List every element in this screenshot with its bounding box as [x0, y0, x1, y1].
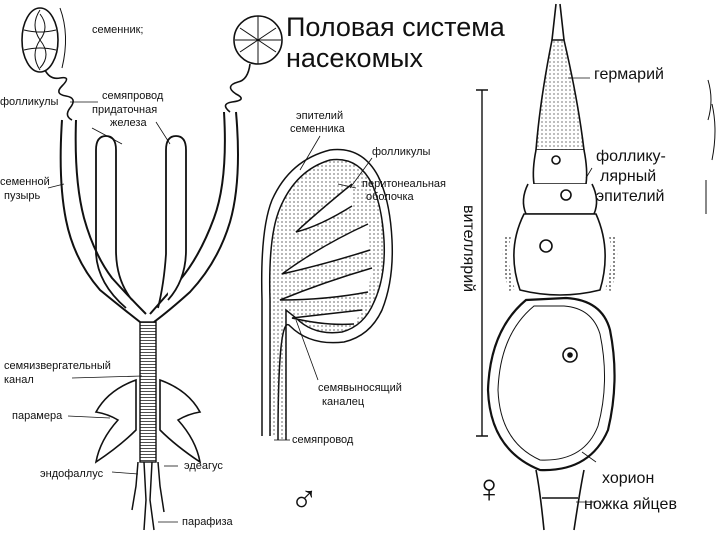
label-testis-epithelium-1: эпителий [296, 110, 343, 122]
title-line-2: насекомых [286, 43, 505, 74]
label-seminal-vesicle-2: пузырь [4, 190, 40, 202]
label-egg-stalk: ножка яйцев [584, 496, 720, 514]
left-vas-deferens [45, 70, 73, 120]
terminal-filament [552, 4, 564, 40]
label-peritoneal-sheath-2: оболочка [366, 191, 414, 203]
title-line-1: Половая система [286, 12, 505, 43]
label-testis: семенник; [92, 24, 143, 36]
page-title: Половая система насекомых [286, 12, 505, 74]
label-paramere: парамера [12, 410, 62, 422]
label-follicles-section: фолликулы [372, 146, 430, 158]
right-testis [234, 16, 282, 64]
label-vas-deferens-male: семяпровод [102, 90, 163, 102]
label-testis-epithelium-2: семенника [290, 123, 345, 135]
vitellarium-bracket [476, 90, 488, 436]
right-accessory-gland [166, 136, 186, 300]
label-ejaculatory-duct-1: семяизвергательный [4, 360, 111, 372]
growing-oocyte [514, 214, 605, 295]
ejaculatory-duct [140, 322, 156, 462]
label-germarium: гермарий [594, 66, 664, 84]
aedeagus [132, 462, 164, 530]
germarium [536, 40, 584, 150]
right-vas-deferens [225, 64, 250, 112]
label-vitellarium: вителлярий [459, 205, 477, 292]
label-vas-efferens-2: каналец [322, 396, 364, 408]
label-ejaculatory-duct-2: канал [4, 374, 34, 386]
label-peritoneal-sheath-1: перитонеальная [362, 178, 446, 190]
egg-stalk [536, 470, 584, 530]
left-testis [22, 8, 66, 72]
label-follicular-1: фоллику- [596, 148, 666, 166]
male-system [22, 8, 282, 530]
label-follicular-2: лярный [600, 168, 656, 186]
right-paramere [160, 380, 200, 462]
female-symbol: ♀ [474, 468, 504, 510]
label-vas-deferens-section: семяпровод [292, 434, 353, 446]
left-paramere [96, 380, 136, 462]
label-vas-efferens-1: семявыносящий [318, 382, 402, 394]
label-follicular-3: эпителий [596, 188, 665, 206]
label-paraphysis: парафиза [182, 516, 233, 528]
label-endophallus: эндофаллус [40, 468, 103, 480]
label-accessory-gland-2: железа [110, 117, 147, 129]
label-follicles-male: фолликулы [0, 96, 58, 108]
label-aedeagus: эдеагус [184, 460, 223, 472]
male-symbol: ♂ [290, 480, 319, 520]
label-seminal-vesicle-1: семенной [0, 176, 50, 188]
label-chorion: хорион [602, 470, 654, 488]
label-accessory-gland-1: придаточная [92, 104, 157, 116]
